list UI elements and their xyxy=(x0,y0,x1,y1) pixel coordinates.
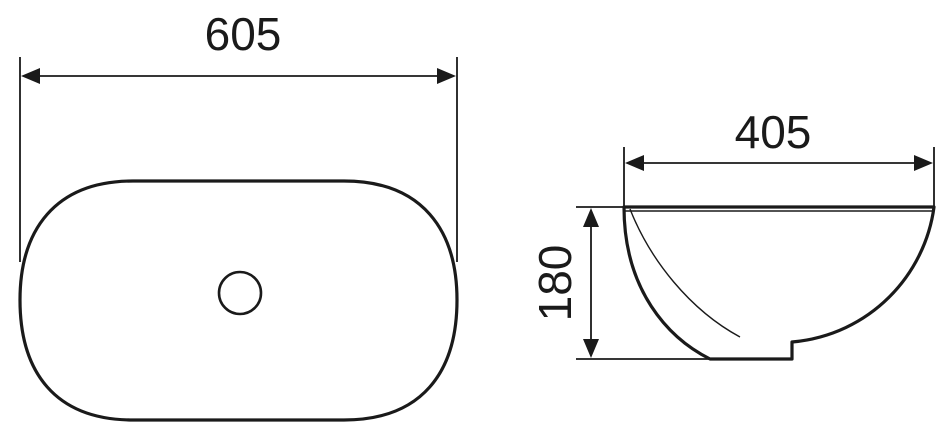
top-view: 605 xyxy=(18,8,459,422)
basin-inner-wall xyxy=(629,208,741,338)
side-view-height-arrow-top xyxy=(583,208,599,227)
top-view-arrow-right xyxy=(437,68,456,84)
side-view-width-arrow-left xyxy=(625,155,644,171)
top-view-width-label: 605 xyxy=(205,8,282,60)
side-view-height-arrow-bottom xyxy=(583,339,599,358)
drain-hole xyxy=(217,270,263,316)
basin-side-outline xyxy=(622,205,936,361)
basin-top-outline xyxy=(18,179,459,422)
side-view-height-label: 180 xyxy=(529,245,581,322)
side-view-width-arrow-right xyxy=(914,155,933,171)
side-view-width-label: 405 xyxy=(735,106,812,158)
top-view-arrow-left xyxy=(21,68,40,84)
side-view: 405 180 xyxy=(529,106,936,361)
